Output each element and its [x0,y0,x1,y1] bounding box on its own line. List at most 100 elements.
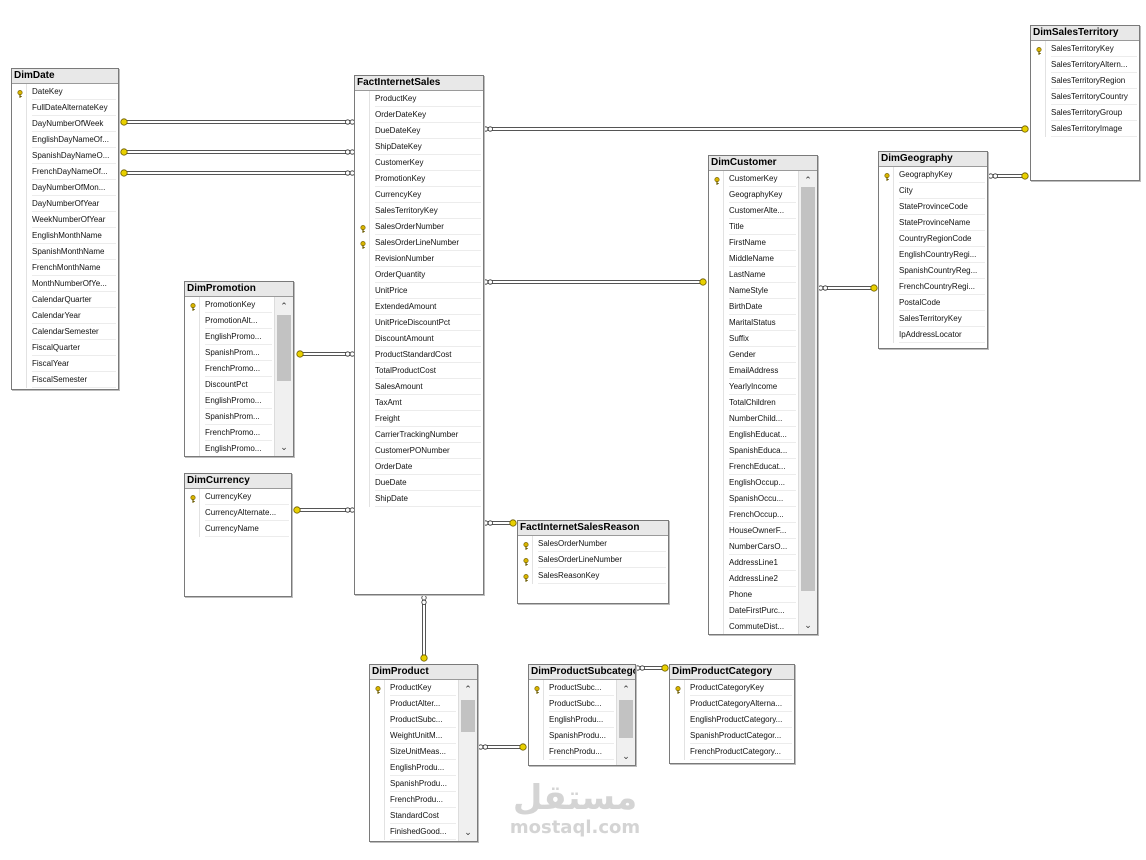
column-row[interactable]: StandardCost [370,808,458,824]
column-row[interactable]: TotalChildren [709,395,798,411]
column-row[interactable]: GeographyKey [879,167,987,183]
column-row[interactable]: EnglishPromo... [185,441,274,456]
column-row[interactable]: CalendarYear [12,308,118,324]
column-row[interactable]: MonthNumberOfYe... [12,276,118,292]
column-row[interactable]: AddressLine2 [709,571,798,587]
column-row[interactable]: TaxAmt [355,395,483,411]
column-row[interactable]: GeographyKey [709,187,798,203]
column-row[interactable]: FrenchProductCategory... [670,744,794,760]
column-row[interactable]: AddressLine1 [709,555,798,571]
column-row[interactable]: ProductSubc... [529,680,616,696]
scroll-up-icon[interactable]: ⌃ [464,684,472,694]
column-row[interactable]: DayNumberOfMon... [12,180,118,196]
column-row[interactable]: EnglishOccup... [709,475,798,491]
column-row[interactable]: EnglishPromo... [185,329,274,345]
column-row[interactable]: SpanishMonthName [12,244,118,260]
column-row[interactable]: MaritalStatus [709,315,798,331]
column-row[interactable]: NumberCarsO... [709,539,798,555]
column-row[interactable]: ProductSubc... [529,696,616,712]
column-row[interactable]: EmailAddress [709,363,798,379]
column-row[interactable]: Phone [709,587,798,603]
column-row[interactable]: NameStyle [709,283,798,299]
column-row[interactable]: UnitPriceDiscountPct [355,315,483,331]
column-row[interactable]: SalesReasonKey [518,568,668,584]
scroll-down-icon[interactable]: ⌄ [622,751,630,761]
scroll-thumb[interactable] [277,315,291,381]
column-row[interactable]: DayNumberOfWeek [12,116,118,132]
column-row[interactable]: CommuteDist... [709,619,798,634]
column-row[interactable]: CurrencyName [185,521,291,537]
vertical-scrollbar[interactable]: ⌃⌄ [458,680,477,841]
column-row[interactable]: CalendarQuarter [12,292,118,308]
column-row[interactable]: FrenchMonthName [12,260,118,276]
column-row[interactable]: PromotionKey [185,297,274,313]
column-row[interactable]: DiscountAmount [355,331,483,347]
column-row[interactable]: TotalProductCost [355,363,483,379]
column-row[interactable]: SalesOrderNumber [518,536,668,552]
column-row[interactable]: ExtendedAmount [355,299,483,315]
table-title[interactable]: DimGeography [879,152,987,167]
table-title[interactable]: DimSalesTerritory [1031,26,1139,41]
column-row[interactable]: EnglishProdu... [529,712,616,728]
column-row[interactable]: SalesOrderNumber [355,219,483,235]
column-row[interactable]: PromotionKey [355,171,483,187]
column-row[interactable]: CurrencyKey [185,489,291,505]
column-row[interactable]: SalesOrderLineNumber [355,235,483,251]
scroll-down-icon[interactable]: ⌄ [464,827,472,837]
column-row[interactable]: FiscalSemester [12,372,118,388]
column-row[interactable]: SalesTerritoryImage [1031,121,1139,137]
scroll-thumb[interactable] [801,187,815,591]
scroll-up-icon[interactable]: ⌃ [622,684,630,694]
vertical-scrollbar[interactable]: ⌃⌄ [616,680,635,765]
column-row[interactable]: SpanishDayNameO... [12,148,118,164]
column-row[interactable]: MiddleName [709,251,798,267]
column-row[interactable]: FrenchProdu... [529,744,616,760]
scroll-down-icon[interactable]: ⌄ [804,620,812,630]
column-row[interactable]: WeekNumberOfYear [12,212,118,228]
scroll-thumb[interactable] [461,700,475,732]
scroll-up-icon[interactable]: ⌃ [280,301,288,311]
column-row[interactable]: ProductKey [370,680,458,696]
column-row[interactable]: ProductStandardCost [355,347,483,363]
scroll-thumb[interactable] [619,700,633,738]
column-row[interactable]: ShipDateKey [355,139,483,155]
column-row[interactable]: FrenchPromo... [185,361,274,377]
vertical-scrollbar[interactable]: ⌃⌄ [274,297,293,456]
column-row[interactable]: CurrencyAlternate... [185,505,291,521]
column-row[interactable]: OrderQuantity [355,267,483,283]
column-row[interactable]: ProductCategoryAlterna... [670,696,794,712]
column-row[interactable]: CountryRegionCode [879,231,987,247]
column-row[interactable]: DiscountPct [185,377,274,393]
column-row[interactable]: EnglishMonthName [12,228,118,244]
column-row[interactable]: FrenchProdu... [370,792,458,808]
column-row[interactable]: PostalCode [879,295,987,311]
column-row[interactable]: FiscalYear [12,356,118,372]
table-title[interactable]: FactInternetSales [355,76,483,91]
column-row[interactable]: ProductKey [355,91,483,107]
column-row[interactable]: SpanishProm... [185,409,274,425]
column-row[interactable]: CurrencyKey [355,187,483,203]
column-row[interactable]: SalesTerritoryKey [1031,41,1139,57]
column-row[interactable]: YearlyIncome [709,379,798,395]
column-row[interactable]: Title [709,219,798,235]
column-row[interactable]: ShipDate [355,491,483,507]
column-row[interactable]: CustomerKey [355,155,483,171]
column-row[interactable]: SpanishProdu... [529,728,616,744]
column-row[interactable]: FrenchEducat... [709,459,798,475]
column-row[interactable]: UnitPrice [355,283,483,299]
column-row[interactable]: FrenchCountryRegi... [879,279,987,295]
table-title[interactable]: DimProductSubcatego [529,665,635,680]
column-row[interactable]: DayNumberOfYear [12,196,118,212]
column-row[interactable]: SalesTerritoryCountry [1031,89,1139,105]
column-row[interactable]: OrderDate [355,459,483,475]
column-row[interactable]: CustomerKey [709,171,798,187]
column-row[interactable]: ProductSubc... [370,712,458,728]
column-row[interactable]: CustomerPONumber [355,443,483,459]
table-title[interactable]: DimDate [12,69,118,84]
column-row[interactable]: FullDateAlternateKey [12,100,118,116]
table-title[interactable]: DimPromotion [185,282,293,297]
